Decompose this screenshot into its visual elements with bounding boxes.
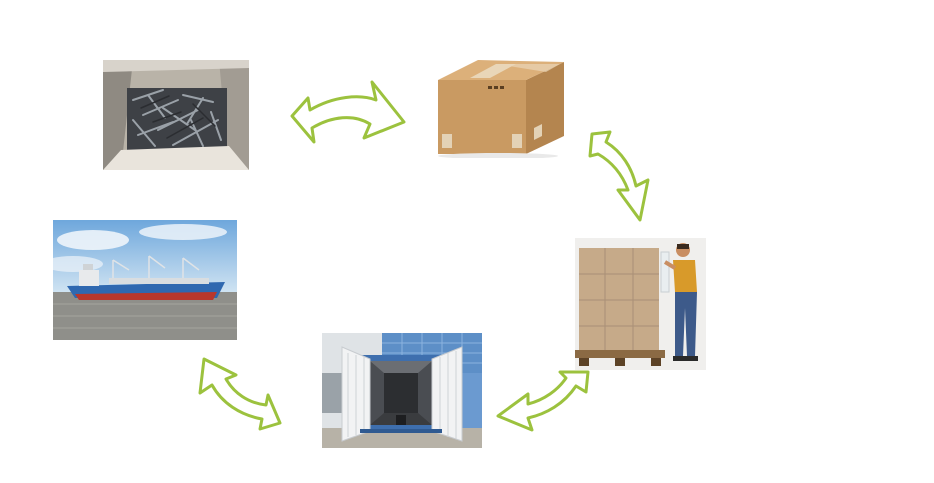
curved-arrow-icon bbox=[584, 128, 664, 224]
shipping-container-photo bbox=[322, 333, 482, 448]
curved-arrow-icon bbox=[494, 366, 594, 438]
nails-in-bag-photo bbox=[103, 60, 249, 170]
cardboard-box-photo bbox=[436, 56, 566, 158]
curved-arrow-icon bbox=[284, 78, 408, 152]
curved-arrow-icon bbox=[190, 355, 286, 435]
cargo-ship-photo bbox=[53, 220, 237, 340]
stretch-wrap-pallet-photo bbox=[575, 238, 706, 370]
